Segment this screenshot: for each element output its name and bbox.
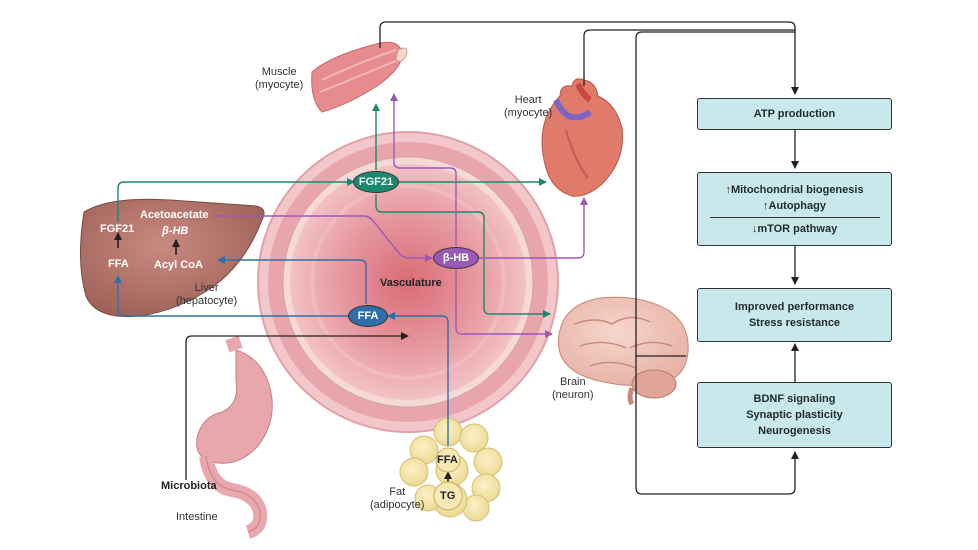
pathway-arrows	[114, 21, 799, 495]
brain-illustration	[557, 296, 689, 406]
fat-label-line2: (adipocyte)	[370, 499, 425, 511]
fgf21-node: FGF21	[353, 171, 399, 193]
ffa-arrows	[114, 256, 449, 446]
liver-label-line1: Liver	[194, 282, 219, 294]
brain-label: Brain (neuron)	[552, 376, 594, 402]
bhb-arrows	[214, 93, 588, 338]
liver-fgf21-label: FGF21	[100, 223, 135, 235]
mitochondrial-biogenesis-text: ↑Mitochondrial biogenesis	[725, 183, 864, 196]
fgf21-arrows	[117, 103, 551, 318]
neural-box: BDNF signaling Synaptic plasticity Neuro…	[697, 382, 892, 448]
atp-production-box: ATP production	[697, 98, 892, 130]
ffa-node: FFA	[348, 305, 388, 327]
liver-ffa-label: FFA	[108, 258, 129, 270]
liver-illustration	[79, 198, 265, 318]
neurogenesis-text: Neurogenesis	[758, 425, 831, 437]
performance-text: Improved performance	[734, 301, 855, 313]
box-divider	[709, 216, 880, 218]
heart-label-line1: Heart	[514, 94, 542, 106]
bdnf-text: BDNF signaling	[753, 393, 836, 405]
synaptic-plasticity-text: Synaptic plasticity	[746, 409, 843, 421]
vasculature-illustration	[257, 131, 559, 433]
fat-molecule-shapes	[433, 447, 463, 511]
performance-box: Improved performance Stress resistance	[697, 288, 892, 342]
muscle-label: Muscle (myocyte)	[255, 66, 303, 92]
muscle-label-line2: (myocyte)	[255, 79, 304, 91]
intestine-label: Intestine	[176, 511, 218, 523]
vasculature-label: Vasculature	[380, 277, 442, 289]
stress-resistance-text: Stress resistance	[748, 317, 841, 329]
atp-production-text: ATP production	[753, 108, 836, 120]
brain-label-line1: Brain	[559, 376, 586, 388]
brain-label-line2: (neuron)	[552, 389, 594, 401]
bhb-node: β-HB	[433, 247, 479, 269]
muscle-illustration	[311, 41, 408, 113]
liver-label-line2: (hepatocyte)	[176, 295, 238, 307]
fat-cells-illustration	[399, 417, 503, 522]
mtor-text: ↓mTOR pathway	[751, 222, 838, 235]
acetoacetate-label: Acetoacetate	[140, 209, 209, 221]
microbiota-label: Microbiota	[161, 480, 217, 492]
fat-tg-label: TG	[440, 490, 456, 502]
muscle-label-line1: Muscle	[261, 66, 297, 78]
intestine-illustration	[196, 335, 273, 539]
cellular-pathways-box: ↑Mitochondrial biogenesis ↑Autophagy ↓mT…	[697, 172, 892, 246]
fat-ffa-label: FFA	[437, 454, 458, 466]
liver-label: Liver (hepatocyte)	[176, 282, 237, 308]
heart-label-line2: (myocyte)	[504, 107, 553, 119]
heart-label: Heart (myocyte)	[504, 94, 552, 120]
fat-label: Fat (adipocyte)	[370, 486, 424, 512]
fat-label-line1: Fat	[389, 486, 406, 498]
liver-bhb-label: β-HB	[162, 225, 189, 237]
acyl-coa-label: Acyl CoA	[154, 259, 203, 271]
heart-illustration	[541, 78, 624, 197]
autophagy-text: ↑Autophagy	[763, 199, 826, 212]
